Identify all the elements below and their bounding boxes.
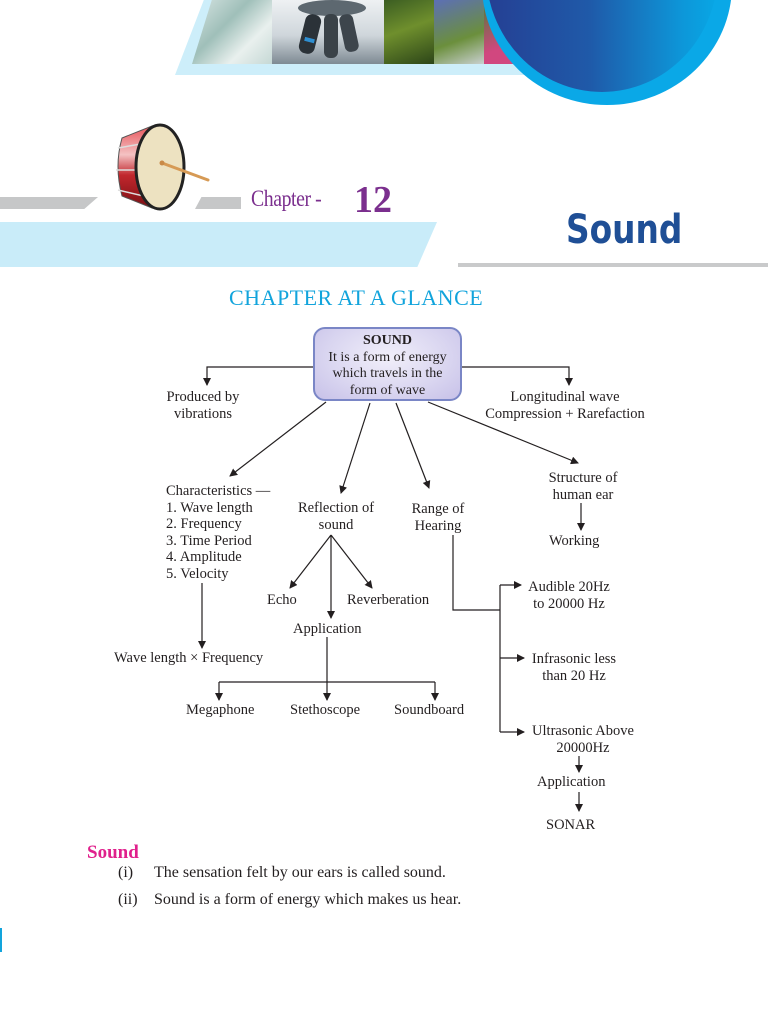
node-line: Ultrasonic Above xyxy=(532,723,634,739)
chapter-number: 12 xyxy=(354,179,392,221)
node-line: Infrasonic less xyxy=(531,651,617,667)
connector-characteristics xyxy=(229,401,327,477)
connector-echo xyxy=(289,534,332,589)
node-stethoscope: Stethoscope xyxy=(290,702,361,718)
decorative-band xyxy=(0,222,437,267)
root-line: form of wave xyxy=(349,382,426,398)
item-number: (i) xyxy=(118,864,134,881)
characteristic-item: 5. Velocity xyxy=(166,565,229,582)
connector-reflection xyxy=(339,402,371,494)
node-infrasonic: Infrasonic less than 20 Hz xyxy=(526,651,622,684)
node-soundboard: Soundboard xyxy=(394,702,465,718)
section-heading: Sound xyxy=(87,842,139,863)
definition-item: (ii) Sound is a form of energy which make… xyxy=(118,891,461,909)
node-ultrasonic: Ultrasonic Above 20000Hz xyxy=(526,723,640,756)
characteristics-heading: Characteristics — xyxy=(166,483,271,499)
connector-reverberation xyxy=(330,534,373,589)
drum-icon xyxy=(116,123,210,211)
page-title: Sound xyxy=(566,207,683,253)
connector-ear xyxy=(427,401,579,465)
node-line: to 20000 Hz xyxy=(533,595,605,612)
node-line: Longitudinal wave xyxy=(510,389,620,405)
characteristic-item: 4. Amplitude xyxy=(166,549,242,565)
flowers-photo xyxy=(434,0,484,64)
node-line: Hearing xyxy=(414,517,462,534)
node-megaphone: Megaphone xyxy=(186,702,255,718)
decorative-bar-mid xyxy=(195,197,241,209)
node-longitudinal-wave: Longitudinal wave Compression + Rarefact… xyxy=(474,389,656,422)
node-characteristics: Characteristics — 1. Wave length 2. Freq… xyxy=(166,483,270,582)
node-line: Compression + Rarefaction xyxy=(485,405,645,422)
decorative-bar-left xyxy=(0,197,98,209)
chapter-at-a-glance-heading: CHAPTER AT A GLANCE xyxy=(229,285,484,310)
node-reflection-of-sound: Reflection of sound xyxy=(290,500,382,533)
node-line: sound xyxy=(318,516,354,533)
characteristic-item: 1. Wave length xyxy=(166,499,253,516)
node-application: Application xyxy=(293,621,362,637)
connector-produced xyxy=(203,366,313,386)
node-ultrasonic-application: Application xyxy=(537,774,606,790)
node-range-of-hearing: Range of Hearing xyxy=(406,501,470,534)
definition-item: (i) The sensation felt by our ears is cal… xyxy=(118,864,446,882)
node-wave-formula: Wave length × Frequency xyxy=(114,650,264,666)
mind-map-root-node: SOUND It is a form of energy which trave… xyxy=(313,327,462,401)
plants-photo xyxy=(384,0,434,64)
characteristic-item: 3. Time Period xyxy=(166,532,252,549)
microscope-photo xyxy=(272,0,384,64)
node-line: Reflection of xyxy=(297,500,375,516)
node-working: Working xyxy=(549,533,600,549)
node-reverberation: Reverberation xyxy=(347,592,430,608)
node-line: Produced by xyxy=(166,389,240,405)
connector-range xyxy=(395,402,431,489)
node-structure-of-human-ear: Structure of human ear xyxy=(543,470,623,503)
node-line: human ear xyxy=(552,486,614,503)
characteristic-item: 2. Frequency xyxy=(166,516,242,532)
node-line: Structure of xyxy=(548,470,618,486)
node-sonar: SONAR xyxy=(546,817,596,833)
root-line: It is a form of energy xyxy=(328,349,447,365)
item-text: Sound is a form of energy which makes us… xyxy=(154,891,462,908)
root-line: which travels in the xyxy=(332,366,443,381)
node-line: Audible 20Hz xyxy=(528,579,610,595)
connector-longitudinal xyxy=(462,366,573,386)
item-number: (ii) xyxy=(118,891,138,908)
node-echo: Echo xyxy=(267,592,297,608)
page-margin-marker xyxy=(0,928,2,952)
item-text: The sensation felt by our ears is called… xyxy=(154,864,446,881)
microscope-icon xyxy=(298,0,366,58)
node-audible: Audible 20Hz to 20000 Hz xyxy=(524,579,614,612)
node-line: 20000Hz xyxy=(556,739,610,756)
chapter-label: Chapter - xyxy=(251,186,322,211)
title-underline xyxy=(458,263,768,267)
node-line: vibrations xyxy=(174,405,232,422)
node-line: than 20 Hz xyxy=(542,667,606,684)
node-produced-by-vibrations: Produced by vibrations xyxy=(160,389,246,422)
root-title: SOUND xyxy=(362,333,412,348)
node-line: Range of xyxy=(411,501,465,517)
connector-range-trunk xyxy=(452,535,500,611)
